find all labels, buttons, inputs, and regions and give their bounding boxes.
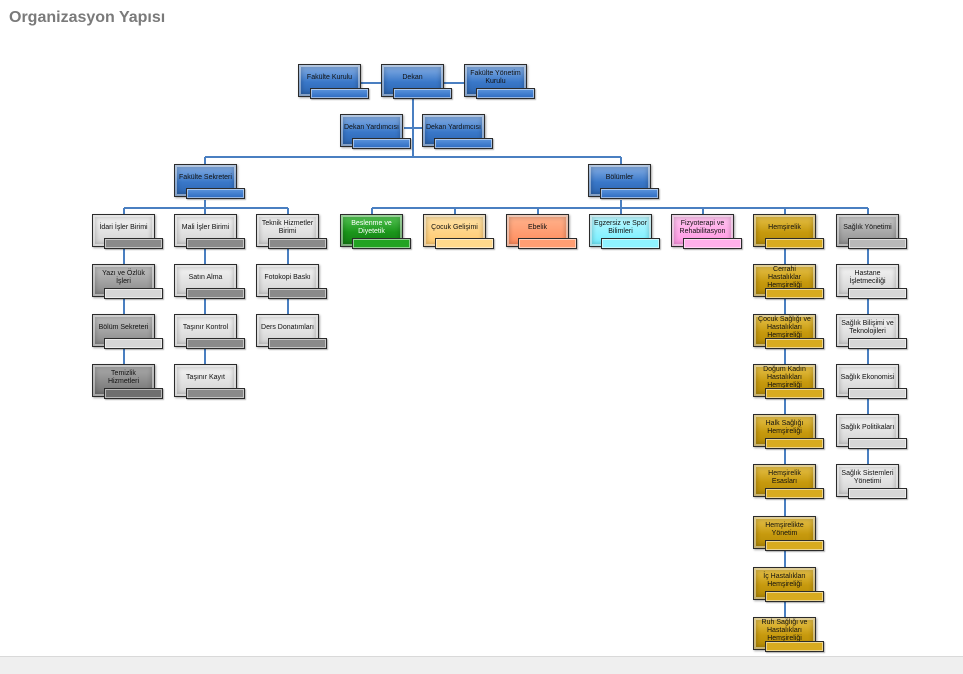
node-tasinir-kayit-subbox [186, 388, 245, 399]
node-egzersiz-subbox [601, 238, 660, 249]
node-hastane-isletmeciligi-subbox [848, 288, 907, 299]
node-temizlik-subbox [104, 388, 163, 399]
node-ruh-sagligi-subbox [765, 641, 824, 652]
node-hemsirelik-esaslari-subbox [765, 488, 824, 499]
node-satin-alma-subbox [186, 288, 245, 299]
node-ebelik-subbox [518, 238, 577, 249]
node-cocuk-gelisimi-subbox [435, 238, 494, 249]
node-fizyoterapi-subbox [683, 238, 742, 249]
node-hemsirelik-subbox [765, 238, 824, 249]
node-fakulte-yonetim-kurulu-subbox [476, 88, 535, 99]
node-ders-donatimlari[interactable]: Ders Donatımları [256, 314, 319, 347]
node-bolumler-subbox [600, 188, 659, 199]
node-cerrahi-subbox [765, 288, 824, 299]
node-dogum-kadin-subbox [765, 388, 824, 399]
node-saglik-bilisimi-subbox [848, 338, 907, 349]
node-bolum-sekreteri-subbox [104, 338, 163, 349]
node-ders-donatimlari-subbox [268, 338, 327, 349]
node-ic-hastaliklari-subbox [765, 591, 824, 602]
node-hemsirelikte-yonetim-subbox [765, 540, 824, 551]
node-dekan-yardimcisi-2-subbox [434, 138, 493, 149]
node-dekan-subbox [393, 88, 452, 99]
node-saglik-ekonomisi-subbox [848, 388, 907, 399]
node-saglik-yonetimi-subbox [848, 238, 907, 249]
node-yazi-ozluk-subbox [104, 288, 163, 299]
page-title: Organizasyon Yapısı [9, 9, 166, 26]
node-fakulte-sekreteri-subbox [186, 188, 245, 199]
node-fotokopi-subbox [268, 288, 327, 299]
node-fakulte-kurulu-subbox [310, 88, 369, 99]
node-dekan-yardimcisi-1-subbox [352, 138, 411, 149]
node-saglik-sistemleri-subbox [848, 488, 907, 499]
node-saglik-politikalari-subbox [848, 438, 907, 449]
node-halk-sagligi-subbox [765, 438, 824, 449]
footer-bar [0, 656, 963, 674]
node-beslenme-subbox [352, 238, 411, 249]
node-idari-isler-subbox [104, 238, 163, 249]
node-tasinir-kontrol-subbox [186, 338, 245, 349]
node-teknik-hizmetler-subbox [268, 238, 327, 249]
node-mali-isler-subbox [186, 238, 245, 249]
node-cocuk-sagligi-subbox [765, 338, 824, 349]
